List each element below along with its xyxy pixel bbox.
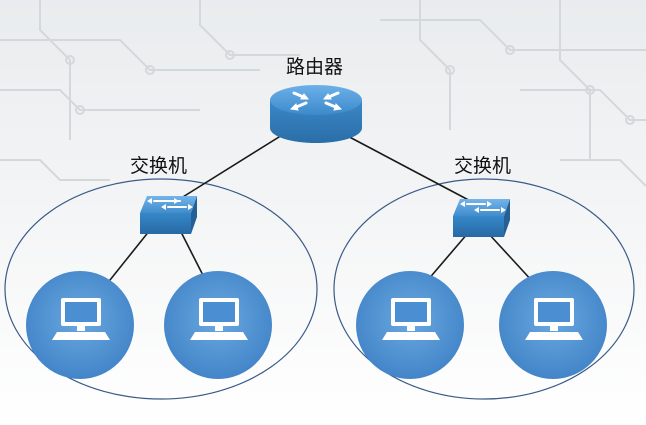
switch-label-right: 交换机 xyxy=(454,155,512,177)
computer-icon-left-2 xyxy=(164,271,272,379)
switch-label-left: 交换机 xyxy=(130,155,188,177)
computer-icon-right-2 xyxy=(499,271,607,379)
lan-boundary-left xyxy=(4,178,318,400)
computer-icon-left-1 xyxy=(26,271,134,379)
lan-boundary-right xyxy=(333,178,635,400)
computer-icon-right-1 xyxy=(356,271,464,379)
router-icon xyxy=(270,85,362,143)
router-label: 路由器 xyxy=(286,56,344,78)
link-router-switch-left xyxy=(169,131,288,206)
link-router-switch-right xyxy=(339,131,479,206)
switch-icon-left xyxy=(140,196,197,234)
background-circuit-pattern xyxy=(0,0,646,187)
switch-icon-right xyxy=(453,199,510,237)
